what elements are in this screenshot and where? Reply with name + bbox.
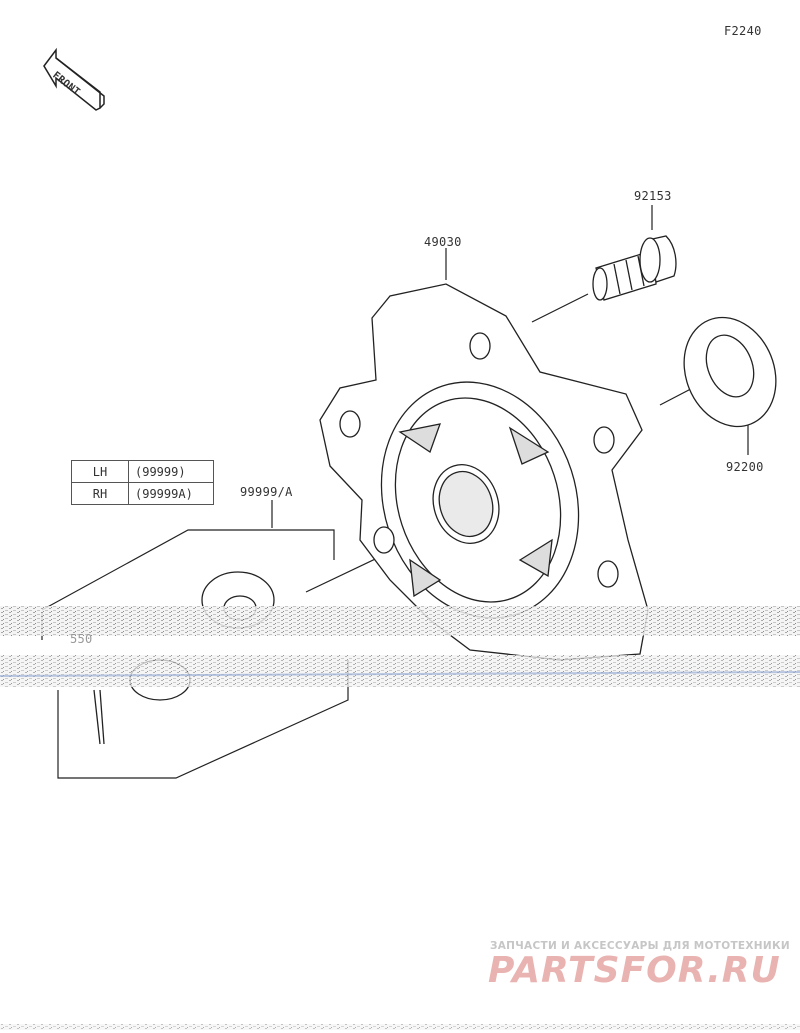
watermark-tagline: ЗАПЧАСТИ И АКСЕССУАРЫ ДЛЯ МОТОТЕХНИКИ: [490, 940, 790, 952]
callout-92200: 92200: [726, 460, 764, 474]
callout-49030: 49030: [424, 235, 462, 249]
table-row: RH (99999A): [71, 482, 214, 505]
front-arrow-icon: [43, 47, 105, 111]
variant-table: LH (99999) RH (99999A): [71, 460, 214, 505]
table-cell-code: (99999A): [128, 482, 214, 505]
hub-49030: [319, 283, 649, 661]
spacer-bolt-92153: [592, 235, 677, 301]
table-cell-side: LH: [71, 460, 129, 483]
table-cell-code: (99999): [128, 460, 214, 483]
watermark-logo: PARTSFOR.RU: [488, 950, 781, 991]
table-row: LH (99999): [71, 460, 214, 483]
washer-92200: [683, 316, 777, 428]
diagram-code: F2240: [724, 24, 762, 38]
table-cell-side: RH: [71, 482, 129, 505]
callout-99999a: 99999/A: [240, 485, 293, 499]
callout-92153: 92153: [634, 189, 672, 203]
noise-band: [0, 606, 800, 687]
callout-obscured: 550: [70, 632, 93, 646]
